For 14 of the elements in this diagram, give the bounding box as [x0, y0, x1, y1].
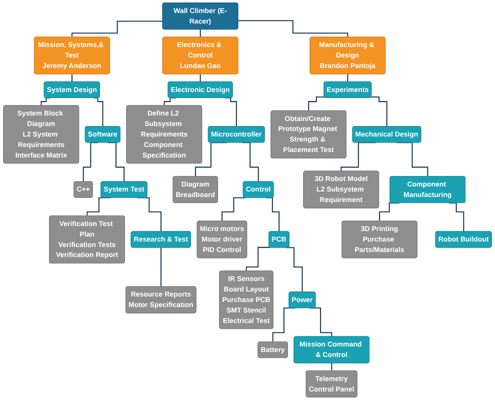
connector: [194, 142, 226, 177]
connector: [108, 142, 125, 182]
connector: [160, 247, 162, 288]
connector: [71, 20, 163, 38]
connector: [82, 142, 98, 182]
connector: [238, 20, 348, 38]
connector: [340, 142, 376, 172]
connector: [246, 246, 270, 272]
connector: [222, 197, 246, 222]
connector: [286, 247, 303, 292]
connector: [308, 96, 324, 112]
connector: [242, 142, 259, 182]
connector: [396, 142, 428, 177]
connector: [371, 96, 388, 128]
